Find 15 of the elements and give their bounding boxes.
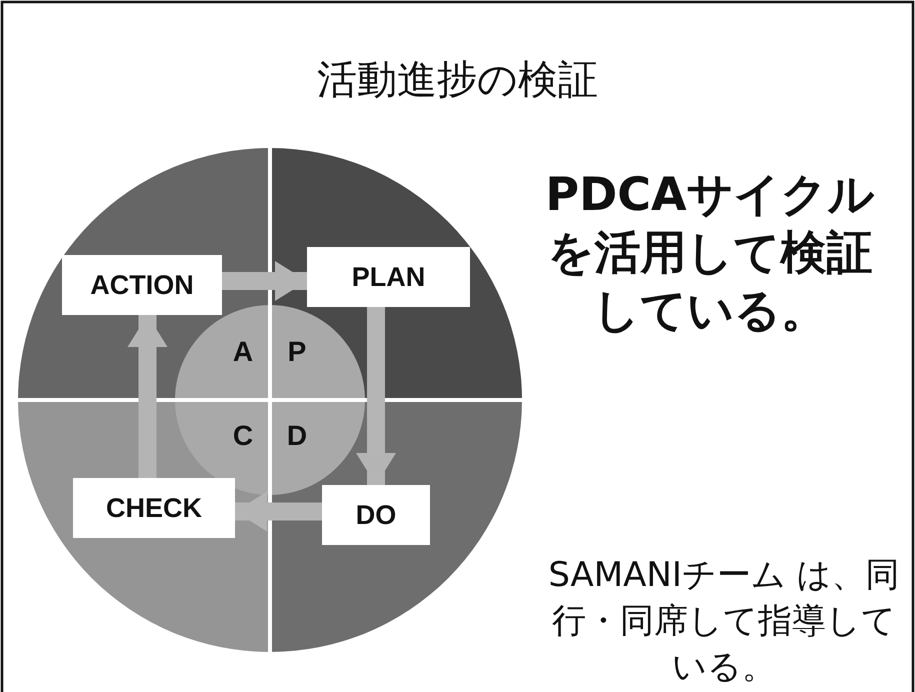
note-text: SAMANIチーム は、同行・同席して指導している。	[548, 554, 900, 689]
arrow	[128, 315, 168, 478]
arrow	[235, 492, 322, 532]
arrow	[356, 307, 396, 485]
plan-box: PLAN	[307, 247, 470, 307]
quadrant-letter: C	[232, 420, 254, 452]
title: 活動進捗の検証	[316, 56, 599, 105]
do-box: DO	[322, 485, 430, 545]
action-box: ACTION	[62, 255, 222, 315]
quadrant-letter: P	[286, 336, 308, 368]
check-box: CHECK	[73, 478, 235, 538]
heading-text: PDCAサイクルを活用して検証している。	[544, 166, 876, 339]
arrow	[222, 261, 307, 301]
quadrant-letter: A	[232, 336, 254, 368]
quadrant-letter: D	[286, 420, 308, 452]
